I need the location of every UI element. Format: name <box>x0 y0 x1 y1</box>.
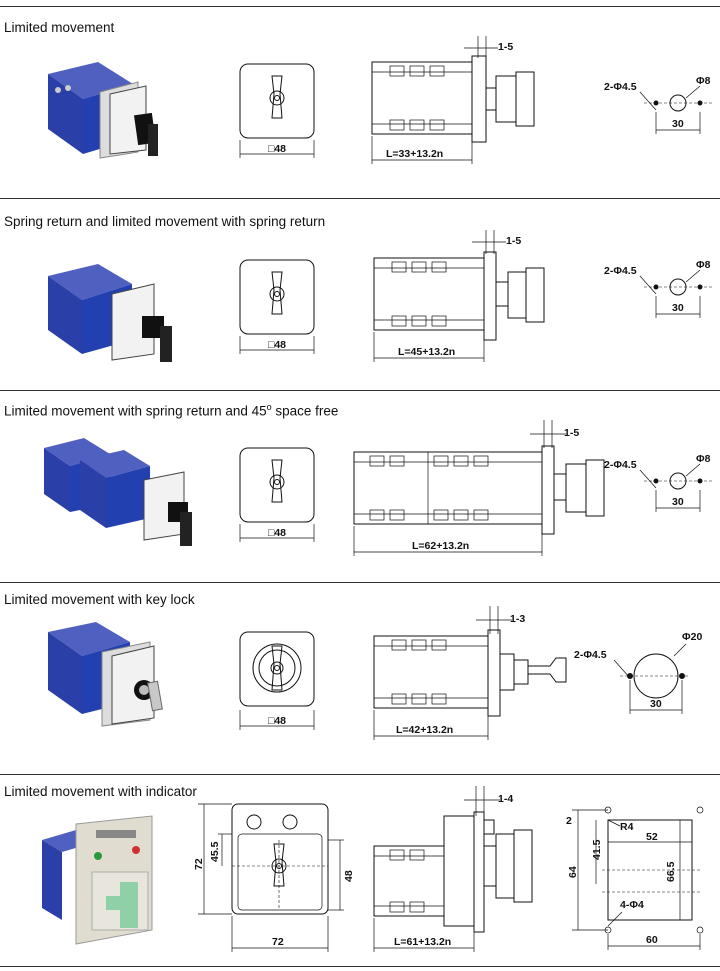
cut-h2-dim: 66.5 <box>665 861 677 882</box>
center-dim: Φ8 <box>696 259 711 271</box>
switch-photo <box>48 264 172 362</box>
side-view: 1-5 L=33+13.2n <box>371 36 535 164</box>
mounting-holes: 2-Φ4.5 Φ8 30 <box>604 259 712 318</box>
switch-photo <box>42 815 153 945</box>
cut-top-dim: 2 <box>566 815 572 827</box>
pitch-dim: 30 <box>672 302 684 314</box>
top-rule <box>0 6 720 7</box>
center-dim: Φ8 <box>696 453 711 465</box>
switch-photo <box>44 438 192 546</box>
length-dim: L=62+13.2n <box>412 540 469 552</box>
holes-dim: 2-Φ4.5 <box>604 81 637 93</box>
switch-photo <box>48 62 158 159</box>
gap-dim: 1-4 <box>498 793 513 805</box>
pitch-dim: 30 <box>672 496 684 508</box>
panel-cutout: 64 2 41.5 R4 52 66.5 4-Φ4 60 <box>566 806 704 950</box>
length-dim: L=42+13.2n <box>396 724 453 736</box>
switch-photo <box>48 622 163 727</box>
front-view: □48 <box>239 259 315 354</box>
height-dim: 72 <box>193 858 205 870</box>
square-dim: □48 <box>268 527 286 539</box>
side-view: 1-5 L=62+13.2n <box>353 420 605 556</box>
length-dim: L=33+13.2n <box>386 148 443 160</box>
side-view: 1-5 L=45+13.2n <box>373 230 545 362</box>
front-view: □48 <box>239 631 315 730</box>
square-dim: □48 <box>268 715 286 727</box>
section-divider <box>0 198 720 199</box>
section-divider <box>0 390 720 391</box>
section-spring-return: Spring return and limited movement with … <box>0 198 720 390</box>
section-title: Spring return and limited movement with … <box>4 214 326 229</box>
center-dim: Φ20 <box>682 631 702 643</box>
gap-dim: 1-3 <box>510 613 525 625</box>
lower-dim: 48 <box>343 870 355 882</box>
gap-dim: 1-5 <box>498 41 513 53</box>
cut-h1-dim: 41.5 <box>591 839 603 860</box>
holes-dim: 2-Φ4.5 <box>574 649 607 661</box>
section-title: Limited movement <box>4 20 115 35</box>
side-view: 1-3 L=42+13.2n <box>373 606 567 740</box>
section-title: Limited movement with indicator <box>4 784 197 799</box>
section-divider <box>0 774 720 775</box>
pitch-dim: 30 <box>650 698 662 710</box>
gap-dim: 1-5 <box>506 235 521 247</box>
section-title: Limited movement with key lock <box>4 592 195 607</box>
mounting-holes: 2-Φ4.5 Φ8 30 <box>604 75 712 134</box>
section-divider <box>0 582 720 583</box>
bottom-rule <box>0 966 720 967</box>
mounting-holes: 2-Φ4.5 Φ8 30 <box>604 453 712 512</box>
front-view: □48 <box>239 447 315 542</box>
holes-dim: 2-Φ4.5 <box>604 459 637 471</box>
pitch-dim: 30 <box>672 118 684 130</box>
gap-dim: 1-5 <box>564 427 579 439</box>
section-indicator: Limited movement with indicator 72 45.5 … <box>0 774 720 966</box>
holes-dim: 2-Φ4.5 <box>604 265 637 277</box>
center-dim: Φ8 <box>696 75 711 87</box>
cut-h3-dim: 64 <box>567 866 579 878</box>
mounting-holes: 2-Φ4.5 Φ20 30 <box>574 631 702 714</box>
length-dim: L=45+13.2n <box>398 346 455 358</box>
cut-holes-dim: 4-Φ4 <box>620 899 644 911</box>
square-dim: □48 <box>268 143 286 155</box>
section-limited-movement: Limited movement □48 1-5 <box>0 6 720 198</box>
section-45-space-free: Limited movement with spring return and … <box>0 390 720 582</box>
length-dim: L=61+13.2n <box>394 936 451 948</box>
section-title: Limited movement with spring return and … <box>4 402 339 419</box>
cut-pitch-dim: 60 <box>646 934 658 946</box>
cut-w-dim: 52 <box>646 831 658 843</box>
section-key-lock: Limited movement with key lock □48 1-3 <box>0 582 720 774</box>
front-view: 72 45.5 48 72 <box>193 803 355 952</box>
square-dim: □48 <box>268 339 286 351</box>
upper-dim: 45.5 <box>209 841 221 862</box>
front-view: □48 <box>239 63 315 158</box>
radius-dim: R4 <box>620 821 634 833</box>
side-view: 1-4 L=61+13.2n <box>373 786 533 952</box>
width-dim: 72 <box>272 936 284 948</box>
